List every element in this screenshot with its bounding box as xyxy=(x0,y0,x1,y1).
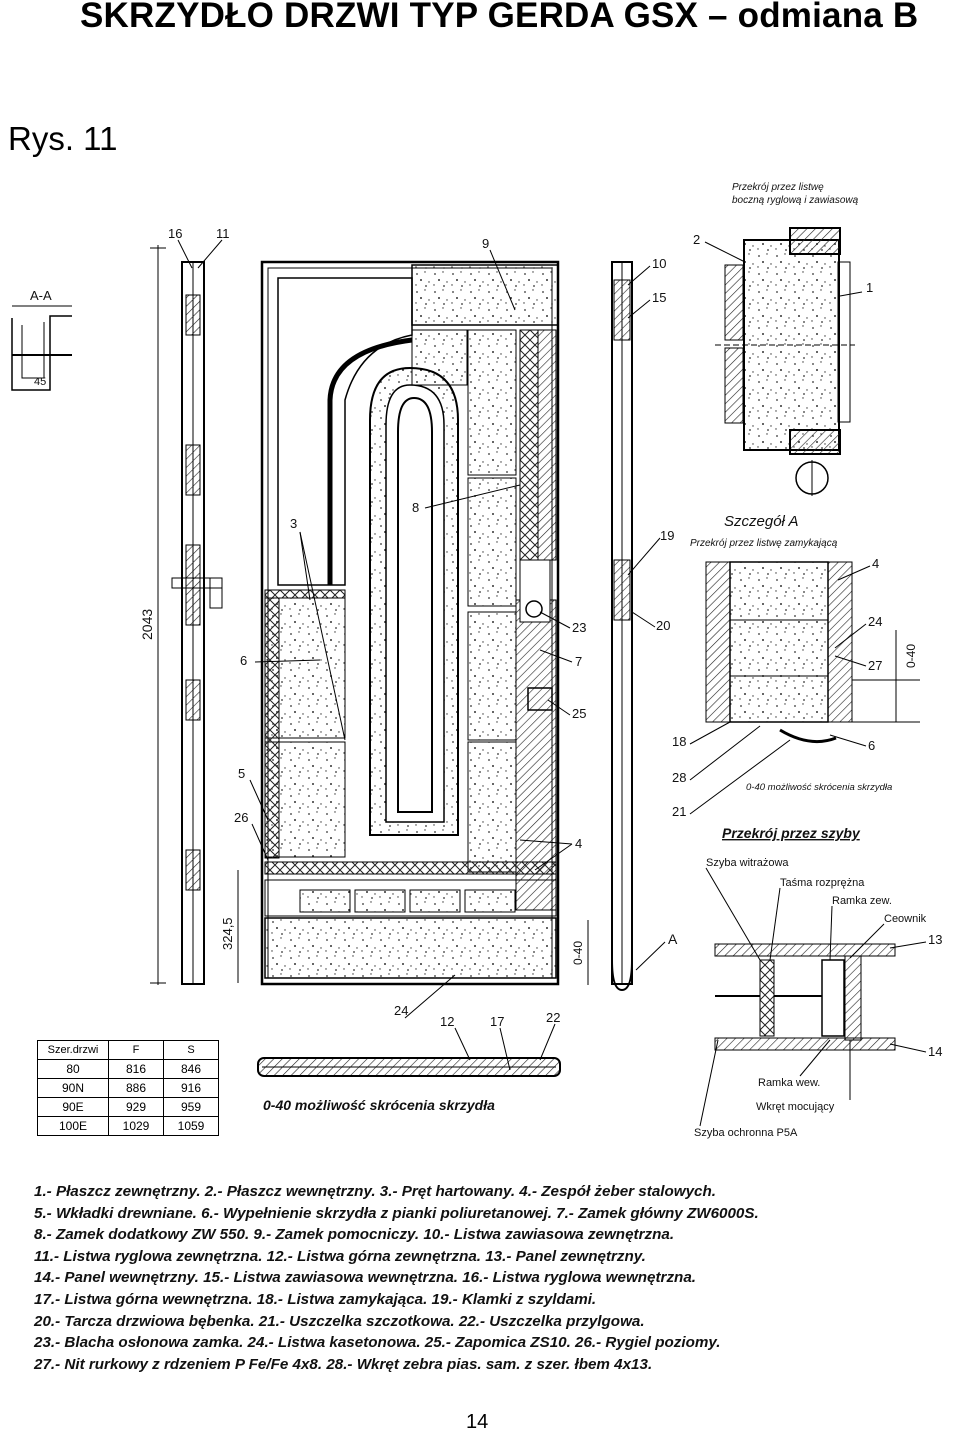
table-header-row: Szer.drzwi F S xyxy=(37,1040,219,1060)
table-cell: 1059 xyxy=(163,1116,219,1136)
note-cross-section-2: boczną ryglową i zawiasową xyxy=(732,195,859,206)
detail-a-title: Szczegół A xyxy=(724,513,798,530)
glass-section: Przekrój przez szyby Szyba witrażowa Taś… xyxy=(694,825,942,1139)
callout-4: 4 xyxy=(575,836,582,851)
callout-3: 3 xyxy=(290,516,297,531)
callout-6: 6 xyxy=(240,653,247,668)
label-tasma: Taśma rozprężna xyxy=(780,877,865,889)
table-header-cell: S xyxy=(163,1040,219,1060)
callout-24b: 24 xyxy=(868,614,882,629)
legend-line: 14.- Panel wewnętrzny. 15.- Listwa zawia… xyxy=(34,1269,696,1287)
callout-15: 15 xyxy=(652,290,666,305)
dim-height: 2043 xyxy=(139,609,155,640)
label-ceownik: Ceownik xyxy=(884,913,927,925)
legend-line: 17.- Listwa górna wewnętrzna. 18.- Listw… xyxy=(34,1290,597,1308)
callout-9: 9 xyxy=(482,236,489,251)
table-header-cell: Szer.drzwi xyxy=(37,1040,109,1060)
label-45: 45 xyxy=(34,376,46,388)
legend-line: 20.- Tarcza drzwiowa bębenka. 21.- Uszcz… xyxy=(34,1312,645,1330)
detail-a-subtitle: Przekrój przez listwę zamykającą xyxy=(690,538,838,549)
section-aa-detail: A-A 45 xyxy=(11,288,72,391)
parts-legend: 1.- Płaszcz zewnętrzny. 2.- Płaszcz wewn… xyxy=(34,1181,944,1375)
callout-12: 12 xyxy=(440,1014,454,1029)
callout-21: 21 xyxy=(672,804,686,819)
callout-22: 22 xyxy=(546,1010,560,1025)
callout-19: 19 xyxy=(660,528,674,543)
callout-27: 27 xyxy=(868,658,882,673)
callout-18: 18 xyxy=(672,734,686,749)
callout-28: 28 xyxy=(672,770,686,785)
table-cell: 816 xyxy=(108,1059,164,1079)
callout-16: 16 xyxy=(168,226,182,241)
table-cell: 1029 xyxy=(108,1116,164,1136)
right-side-profile: 10 15 19 20 A xyxy=(611,256,678,992)
figure-label: Rys. 11 xyxy=(8,120,118,157)
callout-14: 14 xyxy=(928,1044,942,1059)
legend-line: 23.- Blacha osłonowa zamka. 24.- Listwa … xyxy=(34,1334,721,1352)
table-cell: 959 xyxy=(163,1097,219,1117)
label-szyba-ochronna: Szyba ochronna P5A xyxy=(694,1127,798,1139)
left-side-profile: 2043 324,5 16 11 xyxy=(139,226,239,985)
label-ramka-zew: Ramka zew. xyxy=(832,895,892,907)
dim-040: 0-40 xyxy=(571,941,585,965)
label-wkret: Wkręt mocujący xyxy=(756,1101,835,1113)
callout-5: 5 xyxy=(238,766,245,781)
callout-20: 20 xyxy=(656,618,670,633)
page-number: 14 xyxy=(466,1411,489,1433)
label-ramka-wew: Ramka wew. xyxy=(758,1077,820,1089)
callout-17: 17 xyxy=(490,1014,504,1029)
legend-line: 11.- Listwa ryglowa zewnętrzna. 12.- Lis… xyxy=(34,1247,646,1265)
door-size-table: Szer.drzwi F S 80 816 846 90N 886 916 90… xyxy=(37,1040,219,1136)
bottom-section-view: 24 12 17 22 0-40 możliwość skrócenia skr… xyxy=(257,974,561,1113)
page-title: SKRZYDŁO DRZWI TYP GERDA GSX – odmiana B xyxy=(80,0,919,35)
table-cell: 929 xyxy=(108,1097,164,1117)
table-cell: 886 xyxy=(108,1078,164,1098)
callout-1: 1 xyxy=(866,280,873,295)
callout-13: 13 xyxy=(928,932,942,947)
table-header-cell: F xyxy=(108,1040,164,1060)
callout-11: 11 xyxy=(216,226,230,241)
callout-25: 25 xyxy=(572,706,586,721)
table-cell: 90N xyxy=(37,1078,109,1098)
table-row: 90N 886 916 xyxy=(37,1078,219,1098)
callout-a: A xyxy=(668,931,678,947)
note-cross-section-1: Przekrój przez listwę xyxy=(732,182,824,193)
glass-section-title: Przekrój przez szyby xyxy=(722,825,861,841)
callout-6b: 6 xyxy=(868,738,875,753)
technical-drawing: A-A 45 2043 324,5 16 11 xyxy=(11,182,942,1139)
table-row: 90E 929 959 xyxy=(37,1097,219,1117)
legend-line: 1.- Płaszcz zewnętrzny. 2.- Płaszcz wewn… xyxy=(34,1183,716,1200)
legend-line: 5.- Wkładki drewniane. 6.- Wypełnienie s… xyxy=(34,1204,759,1222)
callout-4b: 4 xyxy=(872,556,879,571)
detail-a: Szczegół A Przekrój przez listwę zamykaj… xyxy=(672,513,920,819)
callout-23: 23 xyxy=(572,620,586,635)
table-cell: 916 xyxy=(163,1078,219,1098)
door-leaf-view: 9 8 3 6 5 26 23 7 25 4 0-40 xyxy=(234,236,589,986)
table-cell: 90E xyxy=(37,1097,109,1117)
dim-bottom: 324,5 xyxy=(220,917,235,950)
legend-line: 27.- Nit rurkowy z rdzeniem P Fe/Fe 4x8.… xyxy=(34,1355,653,1373)
section-aa-label: A-A xyxy=(30,288,52,303)
bottom-note: 0-40 możliwość skrócenia skrzydła xyxy=(263,1097,495,1113)
callout-2: 2 xyxy=(693,232,700,247)
table-cell: 80 xyxy=(37,1059,109,1079)
callout-10: 10 xyxy=(652,256,666,271)
table-row: 100E 1029 1059 xyxy=(37,1116,219,1136)
table-cell: 100E xyxy=(37,1116,109,1136)
detail-a-note: 0-40 możliwość skrócenia skrzydła xyxy=(746,782,892,793)
table-cell: 846 xyxy=(163,1059,219,1079)
callout-7: 7 xyxy=(575,654,582,669)
legend-line: 8.- Zamek dodatkowy ZW 550. 9.- Zamek po… xyxy=(34,1226,675,1244)
dim-040-right: 0-40 xyxy=(904,644,918,668)
table-row: 80 816 846 xyxy=(37,1059,219,1079)
callout-24: 24 xyxy=(394,1003,408,1018)
callout-8: 8 xyxy=(412,500,419,515)
callout-26: 26 xyxy=(234,810,248,825)
label-szyba-witrazowa: Szyba witrażowa xyxy=(706,857,789,869)
cross-section-top: Przekrój przez listwę boczną ryglową i z… xyxy=(693,182,873,496)
